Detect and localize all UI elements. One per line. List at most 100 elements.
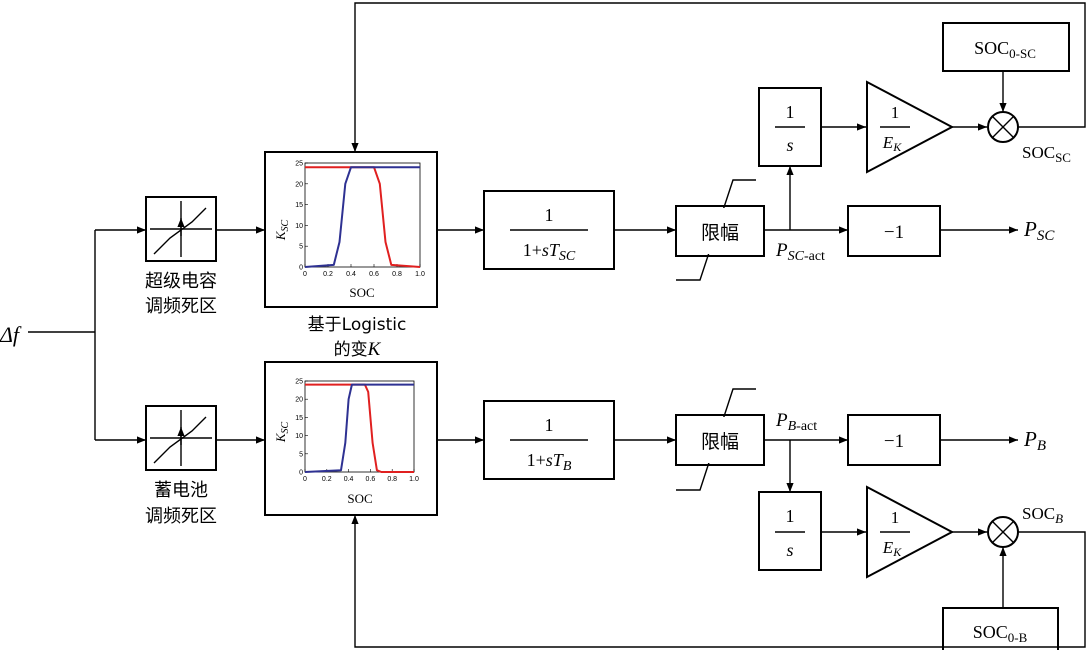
- gain-block-sc: −1: [847, 205, 941, 257]
- signal-p-sc-act-sub: SC: [788, 249, 805, 264]
- integrator-block-sc: 1 s: [758, 87, 822, 167]
- lag-sc-den-sub: SC: [559, 249, 576, 264]
- input-wires: [28, 226, 146, 444]
- ytick-label: 10: [295, 223, 303, 230]
- output-p-b-main: P: [1023, 427, 1037, 451]
- series-line-2: [304, 383, 414, 473]
- deadband-block-b: [145, 405, 217, 471]
- summing-junction-sc: [987, 111, 1019, 143]
- deadband-block-sc: [145, 196, 217, 262]
- xtick-label: 0.6: [369, 271, 379, 278]
- xtick-label: 0.4: [346, 271, 356, 278]
- signal-soc-b-main: SOC: [1022, 504, 1055, 523]
- output-p-b-sub: B: [1037, 438, 1046, 454]
- ek-gain-b: 1 EK: [866, 485, 955, 579]
- integrator-block-b: 1 s: [758, 491, 822, 571]
- lag-sc-den-prefix: 1+: [523, 240, 542, 260]
- ytick-label: 10: [295, 433, 303, 440]
- signal-p-b-act-sub: B: [788, 419, 797, 434]
- xtick-label: 0.8: [387, 476, 397, 483]
- feedback-wire-soc-sc: [351, 2, 1086, 152]
- plot-b-xlabel: SOC: [347, 491, 372, 506]
- signal-soc-sc-main: SOC: [1022, 143, 1055, 162]
- deadband-b-label-2: 调频死区: [145, 506, 217, 527]
- signal-soc-sc: SOCSC: [1022, 143, 1071, 165]
- output-p-b: PB: [1023, 427, 1046, 454]
- feedback-wire-soc-b: [351, 515, 1086, 648]
- logistic-plot-sc: 0 5 10 15 20 25 0 0.2 0.4 0.6 0.8 1.0 KSC SOC: [273, 161, 425, 301]
- lag-b-den: 1+sTB: [527, 450, 572, 474]
- plot-b-ylabel: KSC: [273, 422, 291, 444]
- xtick-label: 0.8: [392, 271, 402, 278]
- lag-b-den-t: T: [553, 450, 565, 470]
- logistic-caption-var: K: [367, 339, 382, 360]
- signal-soc-b-sub: B: [1055, 511, 1063, 526]
- deadband-sc-label-1: 超级电容: [145, 271, 217, 292]
- ytick-label: 15: [295, 415, 303, 422]
- soc0-b-main: SOC: [973, 622, 1008, 642]
- ytick-label: 0: [299, 470, 303, 477]
- output-p-sc: PSC: [1023, 217, 1055, 244]
- deadband-sc-label-2: 调频死区: [145, 296, 217, 317]
- logistic-caption-prefix: 的变: [334, 340, 368, 360]
- ek-sc-den-sub: K: [892, 140, 902, 154]
- ek-b-den-main: E: [882, 538, 894, 557]
- logistic-caption-line1: 基于Logistic: [308, 315, 407, 335]
- lag-b-den-prefix: 1+: [527, 450, 546, 470]
- input-label: Δf: [0, 322, 22, 347]
- lag-sc-den-s: s: [542, 240, 549, 260]
- plot-sc-xlabel: SOC: [349, 285, 374, 300]
- logistic-caption-line2: 的变K: [334, 339, 382, 360]
- signal-p-b-act: PB-act: [775, 410, 817, 434]
- xtick-label: 0: [303, 271, 307, 278]
- ytick-label: 5: [299, 244, 303, 251]
- ytick-label: 20: [295, 397, 303, 404]
- output-p-sc-main: P: [1023, 217, 1037, 241]
- plot-sc-ylabel-sub: SC: [280, 220, 291, 232]
- plot-sc-ylabel-main: K: [273, 230, 288, 241]
- gain-sc-label: −1: [884, 222, 904, 243]
- ek-sc-den: EK: [882, 133, 902, 154]
- integ-b-num: 1: [786, 506, 795, 526]
- ek-sc-num: 1: [891, 103, 900, 122]
- ek-b-den: EK: [882, 538, 902, 559]
- ytick-label: 5: [299, 451, 303, 458]
- integ-sc-den: s: [786, 135, 793, 155]
- signal-p-b-act-suffix: -act: [796, 419, 817, 434]
- ek-b-den-sub: K: [892, 545, 902, 559]
- ek-sc-den-main: E: [882, 133, 894, 152]
- xtick-label: 0.6: [366, 476, 376, 483]
- summing-junction-b: [987, 516, 1019, 548]
- signal-soc-sc-sub: SC: [1055, 150, 1071, 165]
- xtick-label: 1.0: [409, 476, 419, 483]
- signal-p-b-act-main: P: [775, 410, 788, 431]
- lag-sc-den: 1+sTSC: [523, 240, 576, 264]
- integ-sc-num: 1: [786, 102, 795, 122]
- signal-p-sc-act: PSC-act: [775, 240, 825, 264]
- ytick-label: 15: [295, 202, 303, 209]
- ytick-label: 20: [295, 181, 303, 188]
- soc0-sc-main: SOC: [974, 38, 1009, 58]
- xtick-label: 0.2: [323, 271, 333, 278]
- output-p-sc-sub: SC: [1037, 228, 1056, 244]
- lag-b-den-sub: B: [563, 459, 572, 474]
- limiter-b-label: 限幅: [701, 431, 739, 453]
- xtick-label: 0: [303, 476, 307, 483]
- lag-block-b: 1 1+sTB: [483, 400, 615, 480]
- soc0-b-sub: 0-B: [1008, 630, 1028, 645]
- gain-b-label: −1: [884, 431, 904, 452]
- xtick-label: 1.0: [415, 271, 425, 278]
- lag-block-sc: 1 1+sTSC: [483, 190, 615, 270]
- signal-soc-b: SOCB: [1022, 504, 1063, 526]
- integ-b-den: s: [786, 540, 793, 560]
- soc0-b-label: SOC0-B: [973, 622, 1028, 645]
- soc0-block-sc: SOC0-SC: [942, 22, 1070, 72]
- lag-sc-den-t: T: [549, 240, 561, 260]
- ytick-label: 0: [299, 265, 303, 272]
- xtick-label: 0.2: [322, 476, 332, 483]
- ytick-label: 25: [295, 161, 303, 168]
- plot-b-ylabel-main: K: [273, 432, 288, 443]
- xtick-label: 0.4: [344, 476, 354, 483]
- limiter-sc-label: 限幅: [701, 222, 739, 244]
